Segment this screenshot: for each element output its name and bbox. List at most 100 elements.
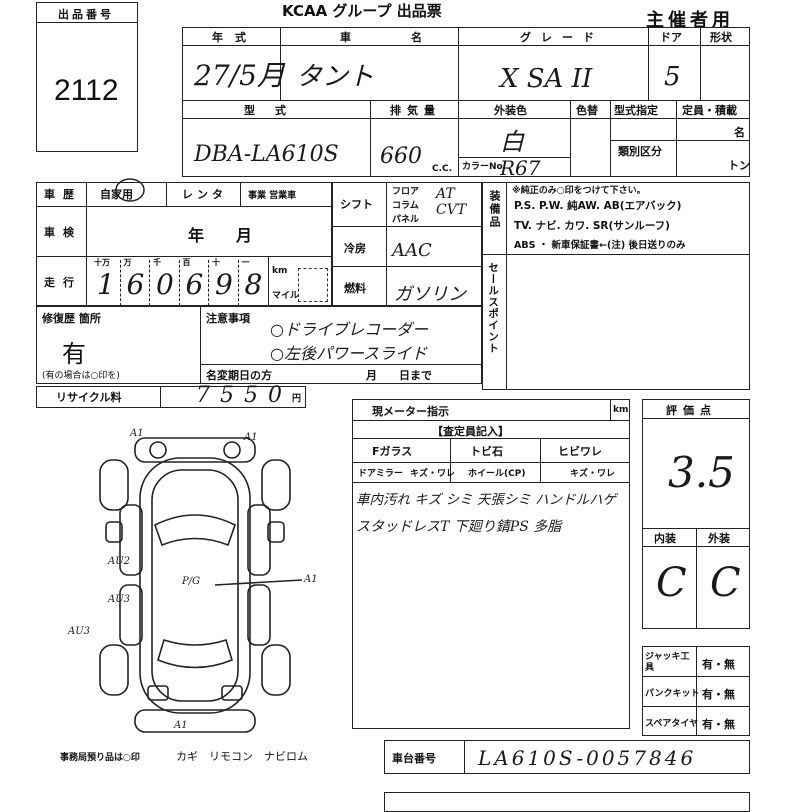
exterior-score: C bbox=[710, 560, 741, 606]
inspection-year-month: 年 月 bbox=[188, 226, 253, 245]
vehicle-block bbox=[182, 27, 750, 177]
circle-mark-icon bbox=[115, 178, 145, 202]
aircon-label: 冷房 bbox=[344, 242, 366, 255]
ton-unit: トン bbox=[728, 159, 750, 172]
notes-label: 注意事項 bbox=[206, 312, 250, 325]
fuel-label: 燃料 bbox=[344, 282, 366, 295]
name-label: 車名 bbox=[340, 31, 482, 44]
meter-km-unit: km bbox=[613, 405, 629, 415]
odometer-digit-label: 千 bbox=[153, 258, 161, 267]
puncture-kit-label: パンクキット bbox=[645, 689, 700, 699]
spare-yes-no: 有・無 bbox=[702, 718, 735, 731]
remarks-block bbox=[36, 306, 482, 384]
car-damage-diagram bbox=[99, 437, 303, 733]
recycle-block bbox=[36, 386, 306, 408]
damage-mark: P/G bbox=[182, 576, 201, 587]
year-value: 27/5月 bbox=[194, 59, 285, 92]
damage-mark: A1 bbox=[304, 574, 318, 585]
inspector-comment-1: 車内汚れ キズ シミ 天張シミ ハンドルハゲ bbox=[356, 492, 617, 508]
lot-number-box bbox=[36, 2, 138, 152]
exterior-color-label: 外装色 bbox=[494, 104, 527, 117]
cc-unit: C.C. bbox=[432, 164, 453, 174]
odometer-digit: 1 bbox=[97, 268, 115, 301]
mirror-scratch-label: キズ・ワレ bbox=[410, 469, 456, 479]
odometer-digit-label: 百 bbox=[182, 258, 191, 267]
recycle-unit: 円 bbox=[292, 394, 302, 404]
spare-tire-label: スペアタイヤ bbox=[645, 719, 699, 729]
shift-value: AT CVT bbox=[436, 186, 467, 218]
repair-note: (有の場合は○印を) bbox=[42, 371, 120, 381]
chassis-block bbox=[384, 740, 750, 774]
note-2: ○左後パワースライド bbox=[270, 344, 428, 363]
mileage-label: 走行 bbox=[44, 276, 82, 289]
lot-number-label: 出品番号 bbox=[58, 8, 114, 21]
equipment-line-1: P.S. P.W. 純AW. AB(エアバック) bbox=[514, 200, 682, 212]
displacement-value: 660 bbox=[380, 144, 422, 169]
lot-number: 2112 bbox=[54, 74, 119, 107]
score-label: 評価点 bbox=[666, 404, 717, 417]
chassis-value: LA610S-0057846 bbox=[478, 746, 697, 770]
keys-note: 事務局預り品は○印 bbox=[60, 753, 140, 763]
body-label: 形状 bbox=[710, 31, 732, 44]
repair-history-value: 有 bbox=[62, 340, 86, 368]
odometer-digit: 0 bbox=[156, 268, 174, 301]
damage-mark: A1 bbox=[174, 720, 188, 731]
score-value: 3.5 bbox=[668, 448, 735, 497]
recycle-value: 7550 bbox=[196, 383, 292, 408]
shift-label: シフト bbox=[340, 198, 373, 211]
odometer-digit-label: 十 bbox=[212, 258, 220, 267]
chassis-label: 車台番号 bbox=[392, 752, 436, 765]
equipment-line-3: ABS ・ 新車保証書←(注) 後日送りのみ bbox=[514, 240, 686, 251]
floor-shift-option: フロア bbox=[392, 187, 420, 197]
meter-label: 現メーター指示 bbox=[372, 405, 449, 418]
color-no-value: R67 bbox=[500, 156, 541, 180]
fuel-value: ガソリン bbox=[394, 284, 466, 305]
damage-mark: AU2 bbox=[108, 556, 131, 567]
sales-point-label: セールスポイント bbox=[487, 262, 499, 354]
odometer-digit-label: 十万 bbox=[94, 258, 110, 267]
year-label: 年式 bbox=[212, 31, 258, 44]
odometer-digit: 9 bbox=[215, 268, 233, 301]
capacity-label: 定員・積載 bbox=[682, 104, 737, 117]
jack-label: ジャッキ工具 bbox=[645, 652, 690, 673]
name-change-date: 月 日まで bbox=[366, 369, 432, 382]
damage-mark: A1 bbox=[130, 428, 144, 439]
keys-options: カギ リモコン ナビロム bbox=[176, 750, 308, 763]
model-label: 型式 bbox=[244, 104, 306, 117]
puncture-yes-no: 有・無 bbox=[702, 688, 735, 701]
name-value: タント bbox=[296, 62, 375, 92]
column-shift-option: コラム bbox=[392, 201, 419, 211]
equipment-label: 装備品 bbox=[488, 190, 501, 229]
capacity-unit: 名 bbox=[734, 126, 745, 139]
exterior-color-value: 白 bbox=[500, 128, 524, 156]
odometer-digit: 8 bbox=[244, 268, 263, 301]
grade-label: グレード bbox=[520, 31, 604, 44]
bottom-block bbox=[384, 792, 750, 812]
damage-mark: AU3 bbox=[68, 626, 91, 637]
usage-label: 車歴 bbox=[44, 188, 82, 201]
jack-yes-no: 有・無 bbox=[702, 658, 735, 671]
crack-label: ヒビワレ bbox=[558, 445, 602, 458]
model-value: DBA-LA610S bbox=[194, 142, 339, 167]
wheel-scratch-label: キズ・ワレ bbox=[570, 469, 616, 479]
doors-label: ドア bbox=[660, 31, 682, 44]
mile-unit: マイル bbox=[272, 291, 300, 301]
business-option: 事業 営業車 bbox=[248, 191, 297, 201]
interior-label: 内装 bbox=[654, 532, 676, 545]
aircon-value: AAC bbox=[392, 240, 432, 261]
type-spec-label: 型式指定 bbox=[614, 104, 658, 117]
shift-block bbox=[332, 182, 482, 306]
odometer-digit-label: 万 bbox=[123, 258, 132, 267]
wheel-label: ホイール(CP) bbox=[468, 469, 526, 479]
equipment-note: ※純正のみ○印をつけて下さい。 bbox=[512, 186, 646, 196]
interior-score: C bbox=[656, 560, 687, 606]
displacement-label: 排気量 bbox=[390, 104, 441, 117]
color-change-label: 色替 bbox=[576, 104, 598, 117]
recycle-label: リサイクル料 bbox=[56, 391, 122, 404]
odometer-digit: 6 bbox=[126, 268, 145, 301]
damage-mark: AU3 bbox=[108, 594, 131, 605]
inspection-label: 車検 bbox=[44, 226, 82, 239]
equipment-line-2: TV. ナビ. カワ. SR(サンルーフ) bbox=[514, 220, 670, 232]
damage-mark: A1 bbox=[244, 432, 258, 443]
panel-shift-option: パネル bbox=[392, 215, 420, 225]
